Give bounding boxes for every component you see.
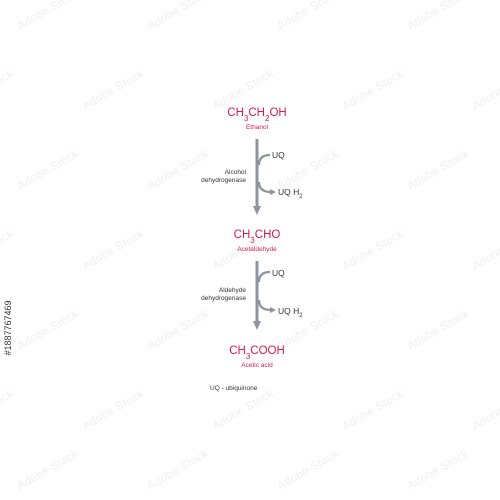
watermark-text: Adobe Stock: [341, 228, 406, 273]
cofactor-out-arc-2: [257, 299, 272, 312]
watermark-text: Adobe Stock: [341, 68, 406, 113]
watermark-text: Adobe Stock: [81, 228, 146, 273]
watermark-text: Adobe Stock: [16, 308, 81, 353]
watermark-text: Adobe Stock: [341, 388, 406, 433]
watermark-text: Adobe Stock: [0, 388, 16, 433]
ethanol-name: Ethanol: [246, 124, 269, 131]
watermark-text: Adobe Stock: [146, 0, 211, 33]
watermark-text: Adobe Stock: [16, 448, 81, 493]
footnote: UQ - ubiquinone: [210, 385, 258, 392]
cofactor-out-label-2: UQ H2: [278, 306, 303, 319]
watermark-text: Adobe Stock: [276, 148, 341, 193]
watermark-text: Adobe Stock: [406, 148, 471, 193]
watermark-text: Adobe Stock: [0, 68, 16, 113]
acetaldehyde-formula: CH3CHO: [234, 229, 281, 245]
watermark-text: Adobe Stock: [81, 68, 146, 113]
acetic-acid-name: Acetic acid: [241, 362, 273, 369]
main-arrowhead-1: [253, 206, 261, 215]
cofactor-in-arc-2: [257, 270, 271, 283]
watermark-text: Adobe Stock: [471, 388, 500, 433]
cofactor-out-arrowhead-2: [270, 307, 276, 313]
ethanol-formula: CH3CH2OH: [227, 107, 286, 123]
watermark-text: Adobe Stock: [211, 68, 276, 113]
watermark-text: Adobe Stock: [471, 68, 500, 113]
watermark-text: Adobe Stock: [146, 148, 211, 193]
watermark-text: Adobe Stock: [16, 148, 81, 193]
cofactor-out-arc-1: [257, 181, 272, 194]
cofactor-in-arc-1: [257, 153, 271, 166]
watermark-text: Adobe Stock: [276, 0, 341, 33]
main-arrowhead-2: [253, 321, 261, 330]
acetaldehyde-name: Acetaldehyde: [237, 246, 277, 253]
watermark-text: Adobe Stock: [81, 388, 146, 433]
watermark-text: Adobe Stock: [471, 228, 500, 273]
watermark-text: Adobe Stock: [146, 308, 211, 353]
watermark-text: Adobe Stock: [406, 0, 471, 33]
cofactor-out-label-1: UQ H2: [278, 187, 303, 200]
acetic-acid-formula: CH3COOH: [229, 345, 285, 361]
watermark-text: Adobe Stock: [0, 228, 16, 273]
watermark-text: Adobe Stock: [406, 448, 471, 493]
cofactor-out-arrowhead-1: [270, 189, 276, 195]
stock-id: #1887767469: [3, 300, 13, 355]
cofactor-in-label-1: UQ: [272, 150, 285, 160]
watermark-text: Adobe Stock: [211, 388, 276, 433]
watermark-text: Adobe Stock: [146, 448, 211, 493]
cofactor-in-label-2: UQ: [272, 268, 285, 278]
watermark-text: Adobe Stock: [406, 308, 471, 353]
watermark-text: Adobe Stock: [16, 0, 81, 33]
watermark-text: Adobe Stock: [276, 448, 341, 493]
